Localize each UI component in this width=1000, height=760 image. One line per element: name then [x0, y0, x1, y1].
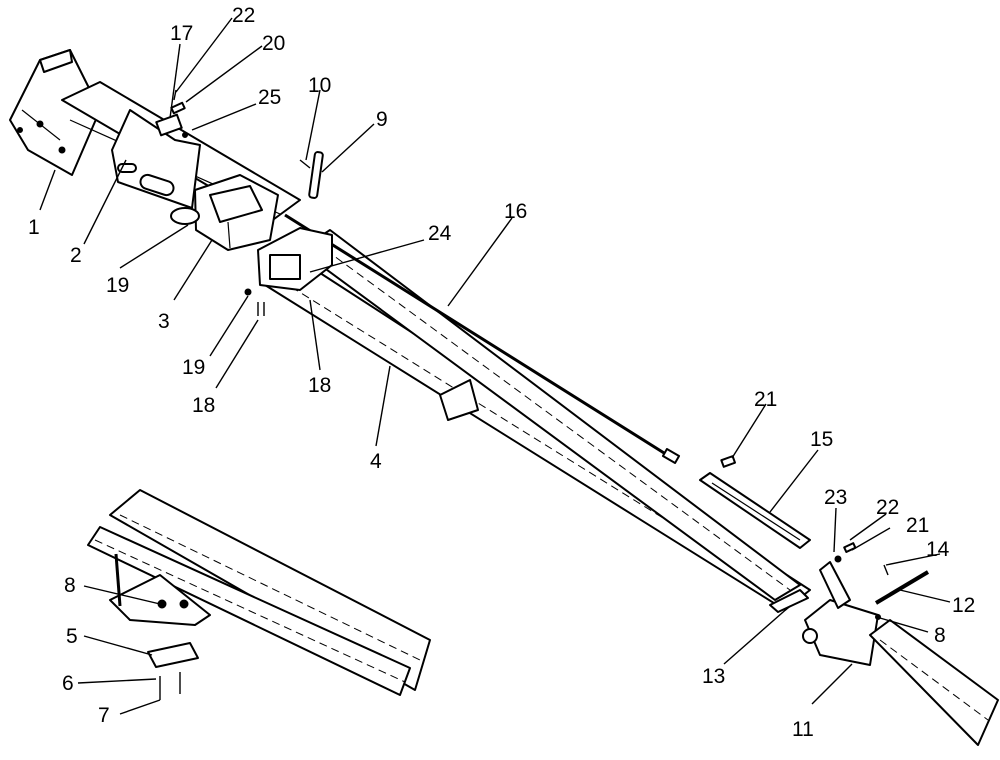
callout-5: 5 [66, 625, 78, 648]
callout-25: 25 [258, 86, 281, 109]
callout-9: 9 [376, 108, 388, 131]
callout-6: 6 [62, 672, 74, 695]
callout-labels: 1 2 3 4 5 6 7 8 8 9 10 11 12 13 14 15 16… [28, 4, 975, 741]
part-16-cable [284, 213, 681, 464]
callout-18-upper: 18 [308, 374, 331, 397]
part-12-pin [874, 570, 930, 605]
callout-22-upper: 22 [232, 4, 255, 27]
inset-detail [87, 489, 431, 700]
part-13-rod [769, 589, 809, 613]
leader-lines [39, 17, 951, 715]
callout-24: 24 [428, 222, 452, 245]
joint-assembly [244, 227, 333, 316]
callout-20: 20 [262, 32, 285, 55]
callout-19-lower: 19 [182, 356, 205, 379]
callout-13: 13 [702, 665, 725, 688]
callout-2: 2 [70, 244, 82, 267]
callout-17: 17 [170, 22, 193, 45]
top-hardware [155, 89, 188, 138]
callout-21-upper: 21 [754, 388, 777, 411]
callout-22-lower: 22 [876, 496, 899, 519]
right-boom-extension [869, 619, 999, 746]
callout-15: 15 [810, 428, 833, 451]
callout-8-right: 8 [934, 624, 946, 647]
callout-8-inset: 8 [64, 574, 76, 597]
callout-16: 16 [504, 200, 527, 223]
part-3-hitch-box [170, 174, 279, 251]
callout-12: 12 [952, 594, 975, 617]
callout-10: 10 [308, 74, 331, 97]
part-4-boom-arm [264, 229, 811, 611]
callout-11: 11 [792, 718, 814, 741]
callout-7: 7 [98, 704, 110, 727]
callout-1: 1 [28, 216, 40, 239]
callout-19-upper: 19 [106, 274, 129, 297]
callout-23: 23 [824, 486, 847, 509]
callout-14: 14 [926, 538, 950, 561]
right-hardware [834, 542, 889, 620]
callout-4: 4 [370, 450, 382, 473]
pin-and-clip [299, 151, 324, 199]
part-15-cylinder [699, 455, 811, 549]
callout-3: 3 [158, 310, 170, 333]
callout-21-lower: 21 [906, 514, 929, 537]
part-11-end-bracket [802, 561, 879, 666]
callout-18-lower: 18 [192, 394, 215, 417]
